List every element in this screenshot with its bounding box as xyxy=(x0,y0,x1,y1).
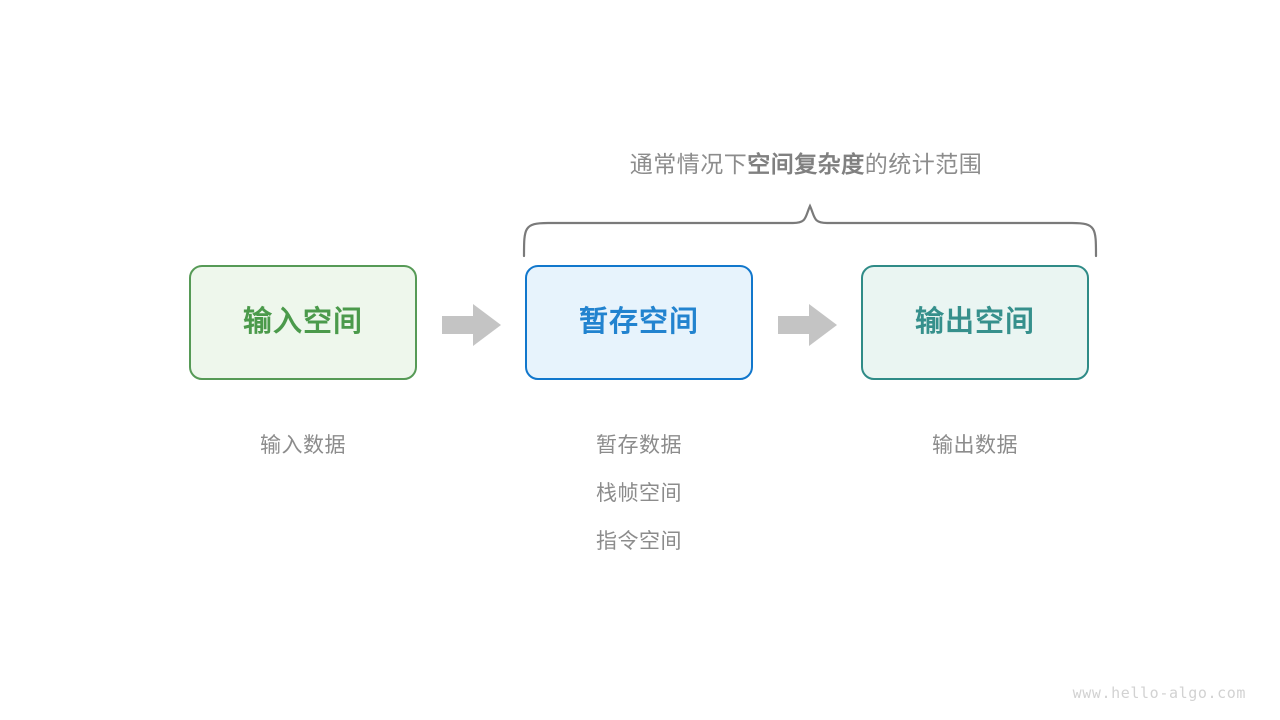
box-temp-space[interactable]: 暂存空间 xyxy=(525,265,753,380)
sub-label-item: 输入数据 xyxy=(260,434,346,457)
watermark: www.hello-algo.com xyxy=(1072,684,1246,702)
caption-suffix: 的统计范围 xyxy=(864,151,983,177)
scope-caption-text: 通常情况下空间复杂度的统计范围 xyxy=(630,148,983,180)
sub-label-item: 暂存数据 xyxy=(596,434,682,457)
sub-label-item: 栈帧空间 xyxy=(596,482,682,505)
sub-labels-output: 输出数据 xyxy=(861,422,1089,470)
sub-labels-temp: 暂存数据 栈帧空间 指令空间 xyxy=(525,422,753,566)
box-input-space-label: 输入空间 xyxy=(242,306,363,338)
box-output-space-label: 输出空间 xyxy=(914,306,1035,338)
scope-brace-icon xyxy=(522,203,1098,258)
arrow-right-icon xyxy=(778,304,837,346)
caption-prefix: 通常情况下 xyxy=(629,151,748,177)
box-input-space[interactable]: 输入空间 xyxy=(189,265,417,380)
sub-label-item: 输出数据 xyxy=(932,434,1018,457)
box-output-space[interactable]: 输出空间 xyxy=(861,265,1089,380)
box-temp-space-label: 暂存空间 xyxy=(578,306,699,338)
scope-caption: 通常情况下空间复杂度的统计范围 xyxy=(0,148,1280,180)
sub-label-item: 指令空间 xyxy=(596,530,682,553)
arrow-right-icon xyxy=(442,304,501,346)
caption-emphasis: 空间复杂度 xyxy=(747,151,865,177)
sub-labels-input: 输入数据 xyxy=(189,422,417,470)
